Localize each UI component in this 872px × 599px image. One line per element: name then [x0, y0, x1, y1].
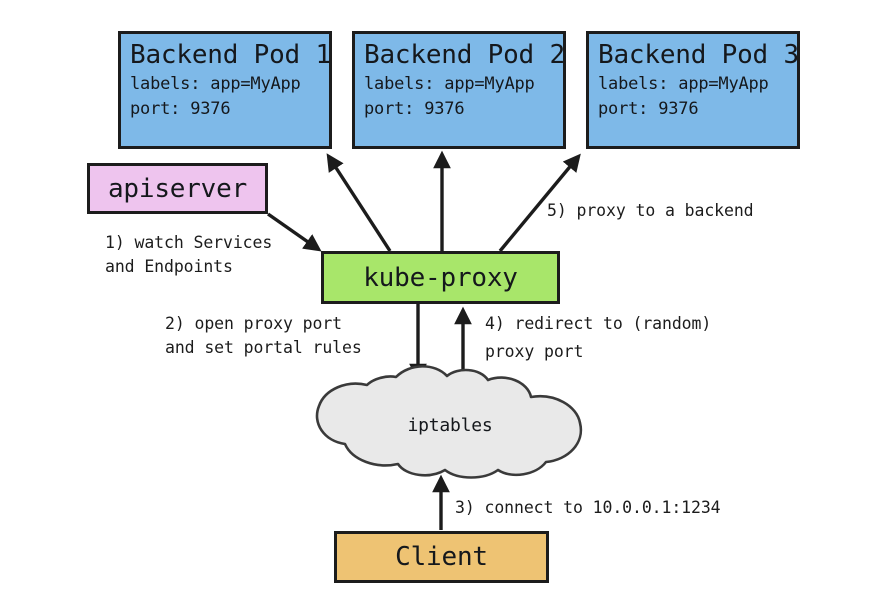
step-2-label-line-2: and set portal rules: [165, 338, 362, 357]
backend-pod-3-labels: labels: app=MyApp: [598, 74, 769, 94]
backend-pod-1-port: port: 9376: [130, 99, 231, 119]
backend-pod-3-title: Backend Pod 3: [598, 40, 799, 70]
backend-pod-2-port: port: 9376: [364, 99, 465, 119]
iptables-cloud-shape: [315, 365, 583, 479]
client-label: Client: [395, 542, 488, 572]
iptables-cloud[interactable]: iptables: [300, 363, 600, 479]
backend-pod-1-labels: labels: app=MyApp: [130, 74, 301, 94]
step-2-label-line-1: 2) open proxy port: [165, 314, 343, 333]
backend-pod-3-port: port: 9376: [598, 99, 699, 119]
backend-pod-2-labels: labels: app=MyApp: [364, 74, 535, 94]
backend-pod-1[interactable]: Backend Pod 1 labels: app=MyApp port: 93…: [118, 31, 332, 149]
kube-proxy-label: kube-proxy: [363, 262, 518, 293]
client-node[interactable]: Client: [334, 531, 549, 583]
step-3-label: 3) connect to 10.0.0.1:1234: [455, 498, 721, 517]
step-4-label-line-2: proxy port: [485, 342, 584, 361]
apiserver-label: apiserver: [107, 173, 248, 204]
step-1-label-line-2: and Endpoints: [105, 257, 233, 276]
kube-proxy-node[interactable]: kube-proxy: [321, 251, 560, 304]
arrow-kubeproxy-to-pod-1: [326, 153, 392, 252]
backend-pod-2-title: Backend Pod 2: [364, 40, 565, 70]
step-1-label-line-1: 1) watch Services: [105, 233, 273, 252]
backend-pod-2[interactable]: Backend Pod 2 labels: app=MyApp port: 93…: [352, 31, 566, 149]
backend-pod-3[interactable]: Backend Pod 3 labels: app=MyApp port: 93…: [586, 31, 800, 149]
apiserver-node[interactable]: apiserver: [87, 163, 268, 214]
step-5-label: 5) proxy to a backend: [547, 201, 754, 220]
iptables-label: iptables: [407, 415, 493, 436]
backend-pod-1-title: Backend Pod 1: [130, 40, 331, 70]
step-4-label-line-1: 4) redirect to (random): [485, 314, 712, 333]
arrow-apiserver-to-kubeproxy: [267, 212, 322, 252]
